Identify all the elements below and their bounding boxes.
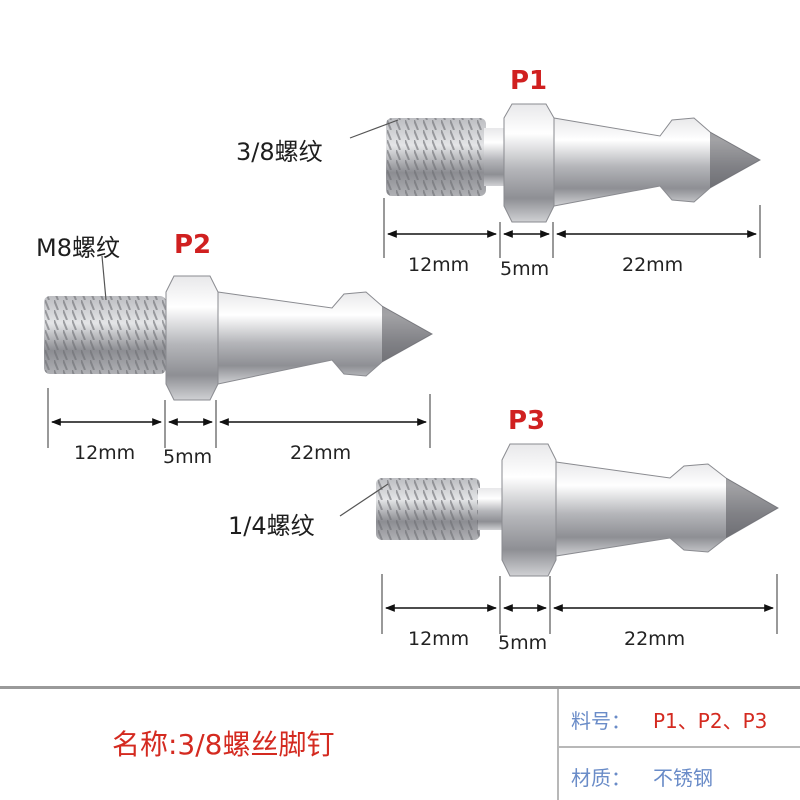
dim-label-p2-body: 22mm: [290, 442, 352, 464]
dim-label-p3-thread: 12mm: [408, 628, 470, 650]
part-label-p3: P3: [508, 406, 546, 436]
dim-label-p2-nut: 5mm: [163, 446, 213, 468]
dim-label-p2-thread: 12mm: [74, 442, 136, 464]
hex-nut-p1: [503, 103, 555, 223]
drawing-canvas: [44, 103, 780, 634]
part-label-p2: P2: [174, 230, 212, 260]
dim-label-p1-body: 22mm: [622, 254, 684, 276]
material-key: 材质：: [571, 766, 631, 790]
material-value: 不锈钢: [653, 766, 713, 790]
part-label-p1: P1: [510, 66, 548, 96]
name-cell: 名称:3/8螺丝脚钉: [0, 689, 559, 800]
spec-table: 名称:3/8螺丝脚钉 料号： P1、P2、P3 材质： 不锈钢: [0, 686, 800, 800]
part-number-row: 料号： P1、P2、P3: [559, 689, 800, 748]
thread-label-p3: 1/4螺纹: [228, 512, 315, 540]
dim-label-p1-nut: 5mm: [500, 258, 550, 280]
part-number-value: P1、P2、P3: [653, 709, 768, 733]
product-name: 名称:3/8螺丝脚钉: [112, 728, 335, 761]
spike-p1: [386, 103, 762, 223]
thread-label-p1: 3/8螺纹: [236, 138, 323, 166]
part-number-key: 料号：: [571, 709, 631, 733]
hex-nut-p2: [165, 275, 219, 401]
hex-nut-p3: [501, 443, 557, 577]
thread-label-p2: M8螺纹: [36, 234, 120, 262]
material-row: 材质： 不锈钢: [559, 746, 800, 800]
dim-label-p3-nut: 5mm: [498, 632, 548, 654]
spike-p2: [44, 275, 434, 401]
dim-label-p3-body: 22mm: [624, 628, 686, 650]
spike-p3: [376, 443, 780, 577]
dim-label-p1-thread: 12mm: [408, 254, 470, 276]
